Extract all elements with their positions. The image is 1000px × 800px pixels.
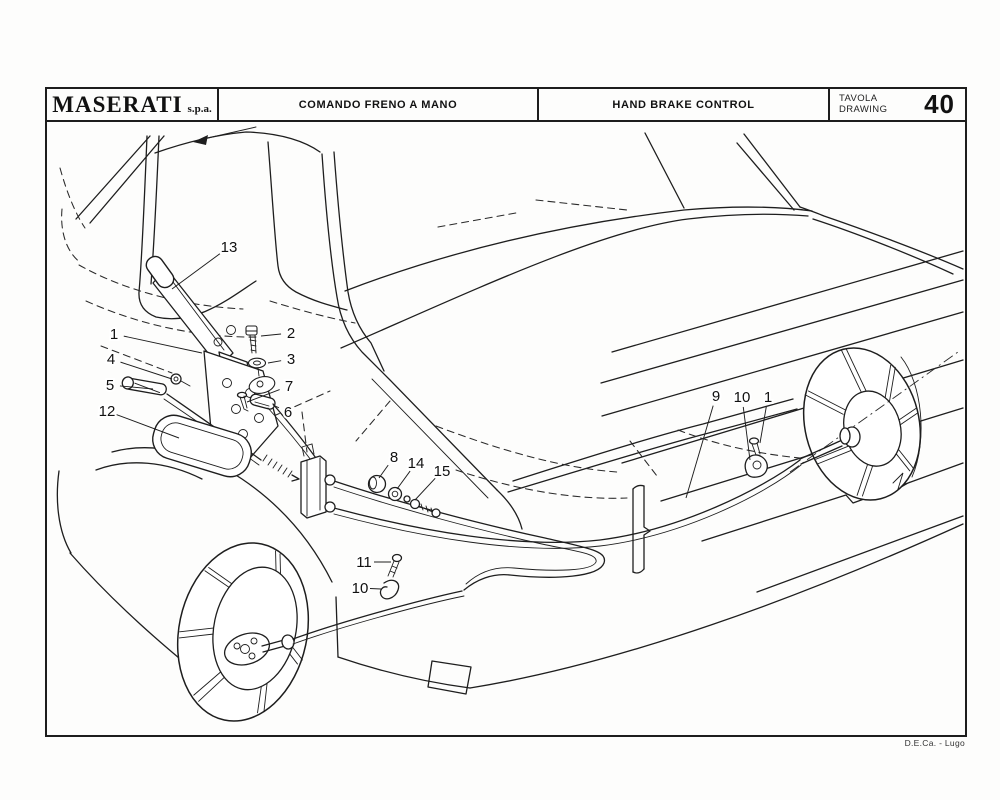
drawing-frame: MASERATI s.p.a. COMANDO FRENO A MANO HAN… xyxy=(45,87,967,737)
grommet-part12 xyxy=(152,414,252,478)
callout-number-10: 10 xyxy=(734,389,751,406)
callout-leader-1 xyxy=(759,406,767,444)
callout-number-3: 3 xyxy=(287,351,295,368)
plate-label-english: DRAWING xyxy=(839,103,888,115)
callout-leader-10 xyxy=(742,406,751,461)
rear-brake-cable xyxy=(333,426,861,549)
brand-suffix: s.p.a. xyxy=(187,103,212,115)
plate-cell: TAVOLA DRAWING 40 xyxy=(828,89,965,120)
callout-leader-7 xyxy=(246,389,280,403)
callout-number-9: 9 xyxy=(712,388,720,405)
clip-screw-part11 xyxy=(387,553,403,578)
rear-brake-drum-detail xyxy=(789,351,959,490)
callout-number-1: 1 xyxy=(110,326,118,343)
callout-number-8: 8 xyxy=(390,449,398,466)
equalizer-bracket xyxy=(300,443,336,519)
bolt-part2 xyxy=(245,325,258,354)
callout-number-14: 14 xyxy=(408,455,425,472)
callout-number-4: 4 xyxy=(107,351,115,368)
title-block: MASERATI s.p.a. COMANDO FRENO A MANO HAN… xyxy=(47,89,965,122)
clevis-pin-part7 xyxy=(236,391,249,412)
front-hub-plate xyxy=(223,632,295,666)
callout-leader-14 xyxy=(396,470,411,490)
callout-number-12: 12 xyxy=(99,403,116,420)
callout-number-10: 10 xyxy=(352,580,369,597)
release-handle-part5 xyxy=(121,376,167,396)
brand-name: MASERATI xyxy=(52,92,183,117)
callout-leader-2 xyxy=(260,333,282,337)
callout-leader-1 xyxy=(123,335,203,354)
title-italian: COMANDO FRENO A MANO xyxy=(217,89,537,120)
callout-number-15: 15 xyxy=(434,463,451,480)
callout-number-1: 1 xyxy=(764,389,772,406)
callout-leader-6 xyxy=(272,404,280,409)
adjuster-parts xyxy=(367,474,441,518)
rear-wheel xyxy=(802,347,922,501)
brand-cell: MASERATI s.p.a. xyxy=(47,89,217,120)
rear-cable-clamp xyxy=(744,437,768,478)
callout-leader-9 xyxy=(685,405,714,499)
washer-part3 xyxy=(247,357,267,369)
callout-leader-13 xyxy=(171,252,222,290)
drawing-credit: D.E.Ca. - Lugo xyxy=(904,738,965,748)
anchor-pad xyxy=(248,367,276,394)
callout-number-2: 2 xyxy=(287,325,295,342)
callout-number-11: 11 xyxy=(356,554,372,571)
callout-number-13: 13 xyxy=(221,239,238,256)
callout-number-6: 6 xyxy=(284,404,292,421)
callout-leader-15 xyxy=(414,477,436,501)
callout-leader-8 xyxy=(378,464,389,479)
callout-leader-3 xyxy=(267,360,282,364)
callout-number-7: 7 xyxy=(285,378,293,395)
front-brake-cable xyxy=(292,480,606,645)
plate-number: 40 xyxy=(924,89,955,119)
lever-mount-bolt-part4 xyxy=(170,373,191,387)
plate-label-italian: TAVOLA xyxy=(839,92,878,104)
callout-leader-5 xyxy=(119,385,154,390)
callout-leader-12 xyxy=(116,414,180,439)
front-wheel xyxy=(176,542,310,722)
callout-leader-10 xyxy=(369,588,382,590)
cable-hook-part10 xyxy=(379,579,400,600)
plate-label: TAVOLA DRAWING xyxy=(839,92,888,116)
callout-number-5: 5 xyxy=(106,377,114,394)
title-english: HAND BRAKE CONTROL xyxy=(537,89,828,120)
callout-leader-4 xyxy=(120,361,173,380)
